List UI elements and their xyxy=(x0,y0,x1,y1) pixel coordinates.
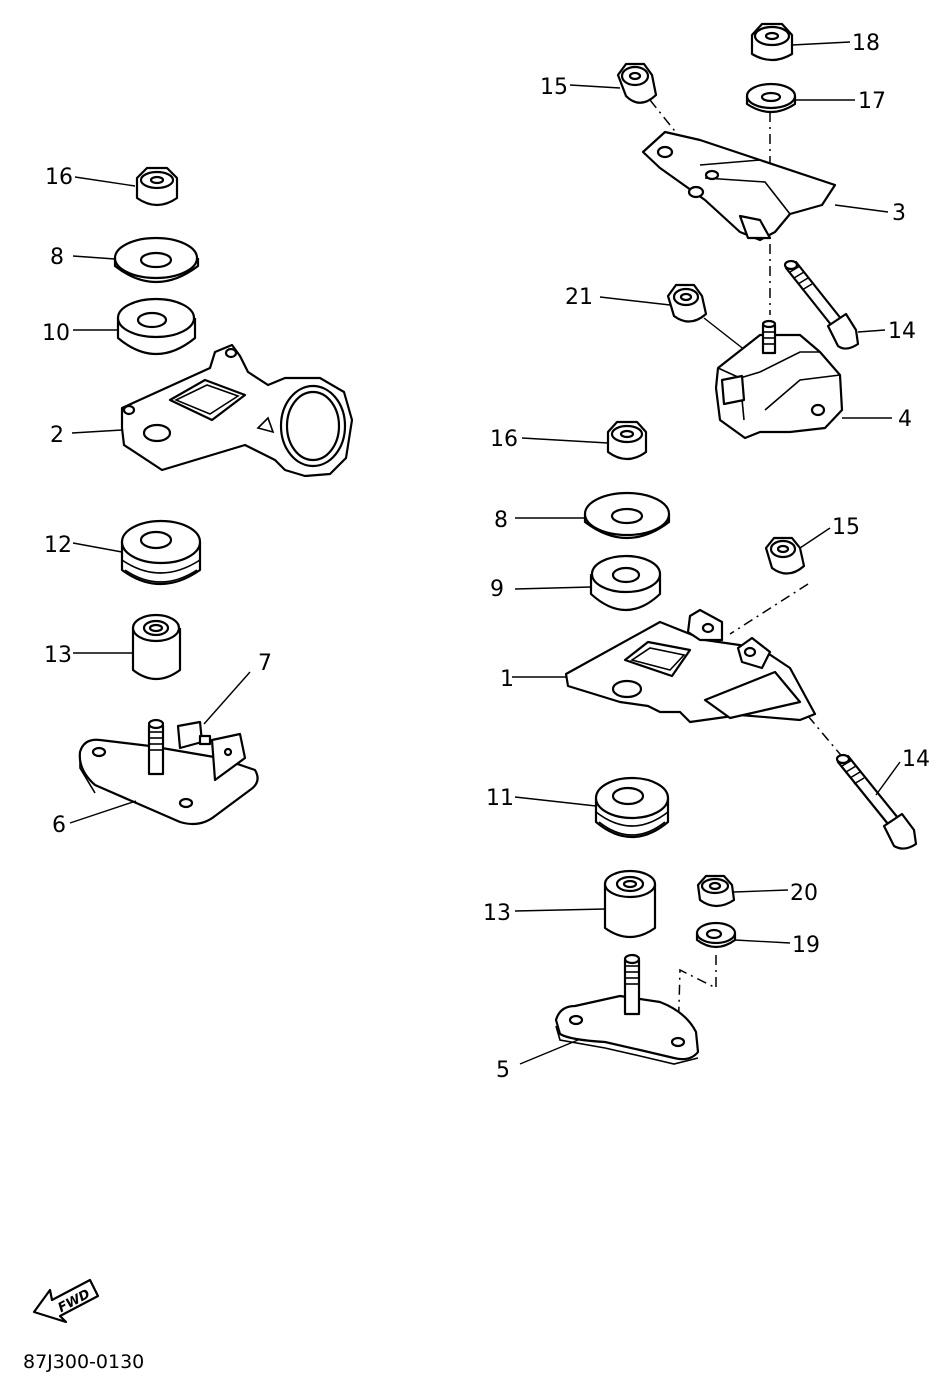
part-3-bracket xyxy=(641,130,837,242)
callout-20: 20 xyxy=(790,881,818,906)
callout-14: 14 xyxy=(888,319,916,344)
callout-10: 10 xyxy=(42,321,70,346)
part-8-washer-right xyxy=(583,491,671,540)
callout-15: 15 xyxy=(540,75,568,100)
callout-17: 17 xyxy=(858,89,886,114)
callout-16: 16 xyxy=(490,427,518,452)
callout-9: 9 xyxy=(490,577,504,602)
part-21-nut xyxy=(666,283,708,323)
callout-21: 21 xyxy=(565,285,593,310)
part-6-base-plate xyxy=(78,718,259,826)
callout-3: 3 xyxy=(892,201,906,226)
callout-18: 18 xyxy=(852,31,880,56)
fwd-arrow-icon: FWD xyxy=(32,1278,100,1324)
part-2-bracket xyxy=(120,343,354,478)
callout-1: 1 xyxy=(500,667,514,692)
part-8-washer-left xyxy=(113,236,200,284)
callout-13: 13 xyxy=(483,901,511,926)
part-13-collar-left xyxy=(131,613,182,681)
callout-8: 8 xyxy=(494,508,508,533)
part-16-nut-left xyxy=(135,166,179,207)
part-5-base-plate xyxy=(554,953,700,1065)
callout-12: 12 xyxy=(44,533,72,558)
part-19-washer xyxy=(695,921,737,949)
callout-16: 16 xyxy=(45,165,73,190)
part-10-damper xyxy=(116,297,197,356)
callout-14: 14 xyxy=(902,747,930,772)
part-15-nut-upper xyxy=(616,62,658,104)
callout-4: 4 xyxy=(898,407,912,432)
document-code: 87J300-0130 xyxy=(23,1351,144,1373)
part-11-grommet xyxy=(594,776,670,839)
part-12-grommet xyxy=(120,519,202,586)
callout-7: 7 xyxy=(258,651,272,676)
callout-15: 15 xyxy=(832,515,860,540)
part-1-bracket xyxy=(564,608,817,724)
callout-19: 19 xyxy=(792,933,820,958)
part-9-damper xyxy=(589,554,662,612)
callout-2: 2 xyxy=(50,423,64,448)
part-20-nut xyxy=(696,874,736,908)
part-14-bolt-upper xyxy=(783,259,860,350)
part-16-nut-right xyxy=(606,420,648,461)
part-17-washer xyxy=(745,82,797,114)
part-14-bolt-lower xyxy=(835,753,918,850)
part-18-nut xyxy=(750,22,794,62)
part-13-collar-right xyxy=(603,869,657,939)
callout-11: 11 xyxy=(486,786,514,811)
callout-6: 6 xyxy=(52,813,66,838)
part-4-mount xyxy=(714,319,844,440)
part-7-clip xyxy=(176,720,212,750)
callout-8: 8 xyxy=(50,245,64,270)
part-15-nut-right xyxy=(764,536,806,575)
callout-13: 13 xyxy=(44,643,72,668)
callout-5: 5 xyxy=(496,1058,510,1083)
